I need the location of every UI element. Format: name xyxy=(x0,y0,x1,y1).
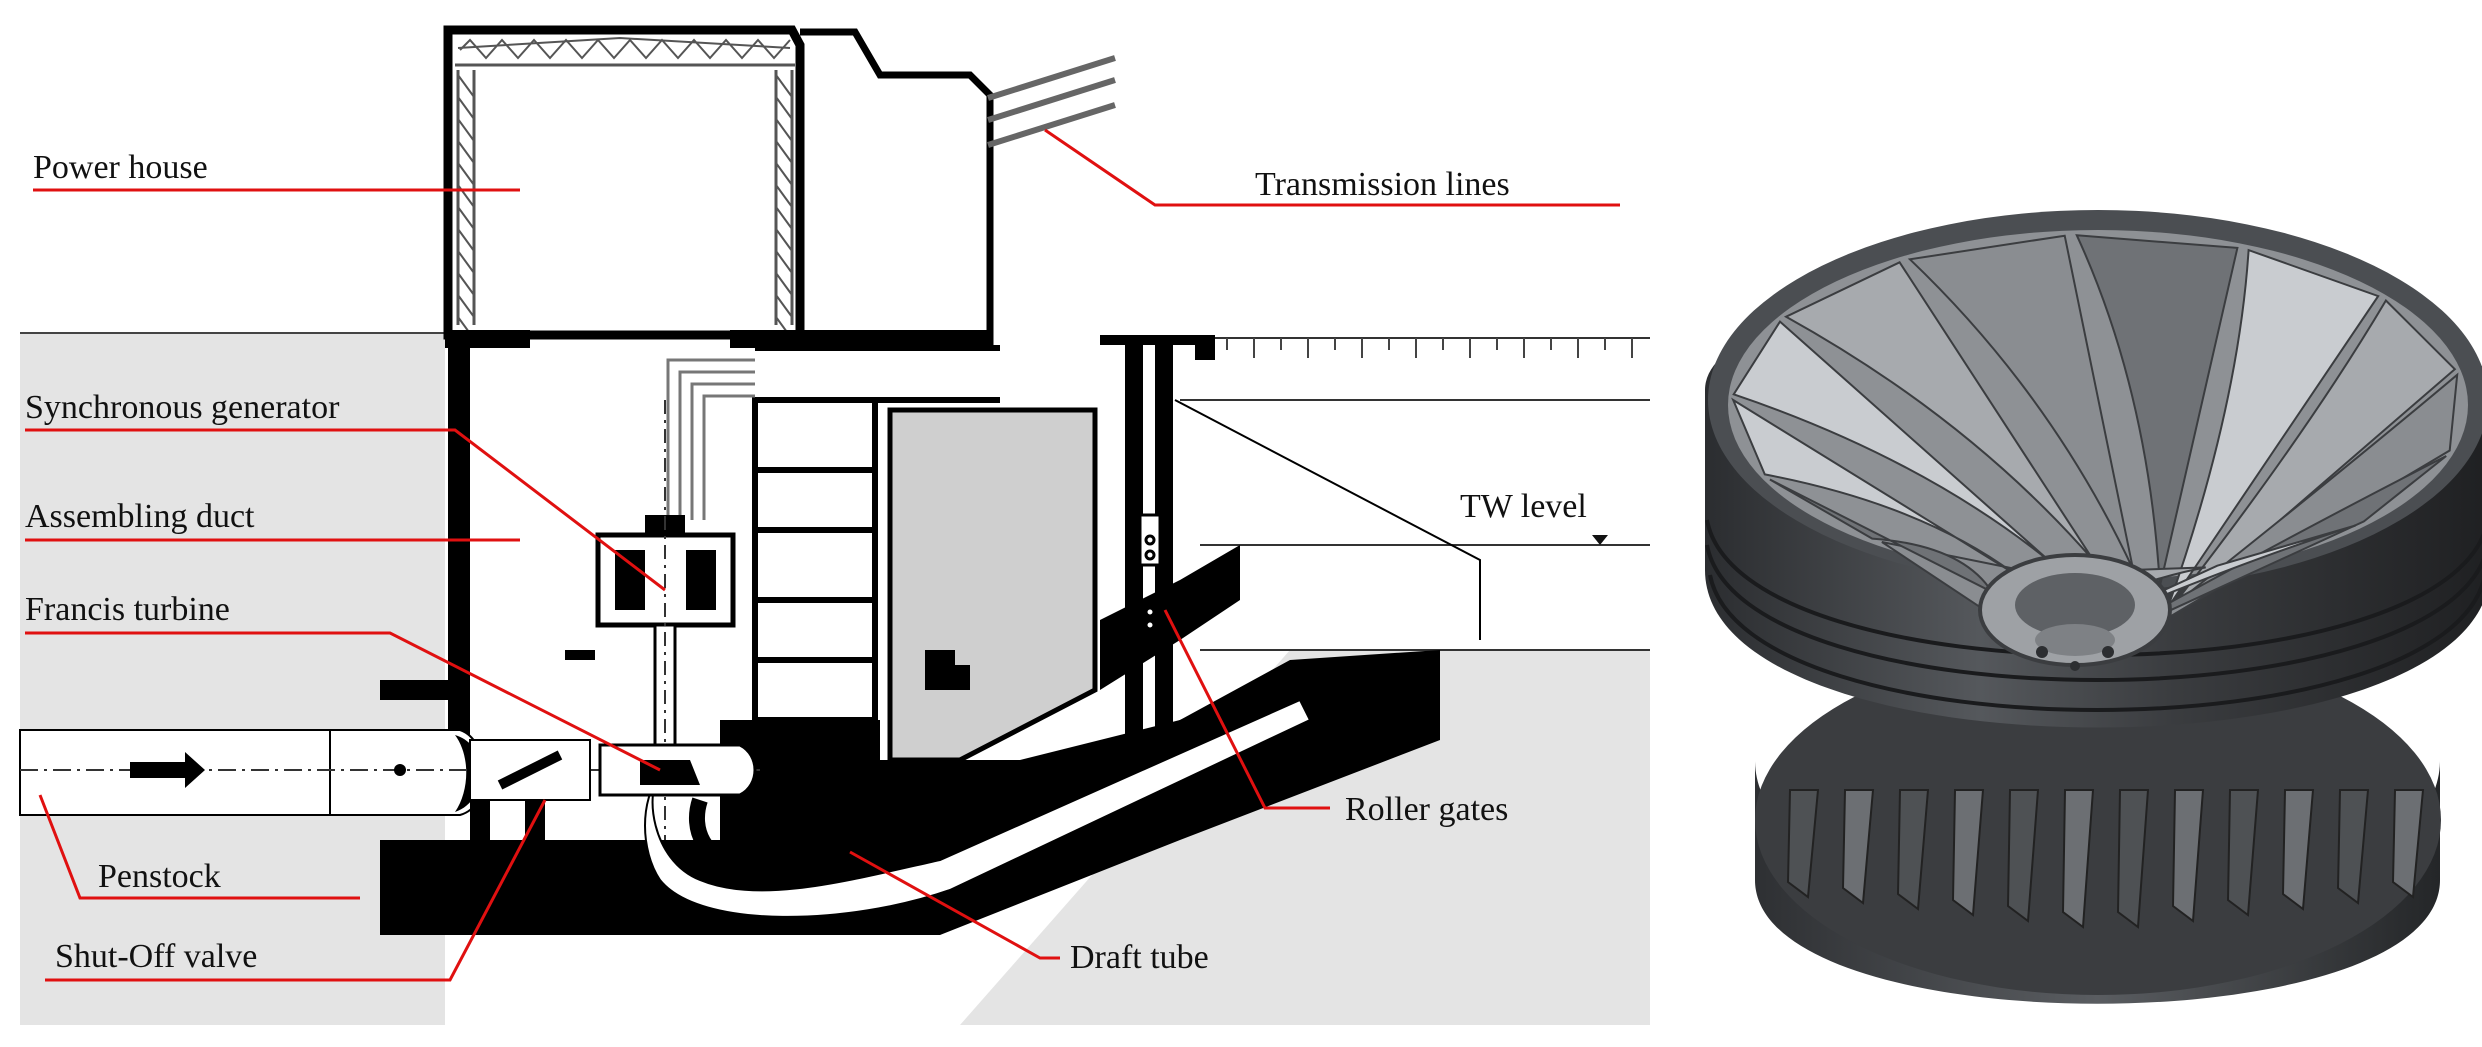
outlet-blade xyxy=(2006,789,2040,923)
outlet-blade xyxy=(2336,789,2370,905)
penstock-pipe xyxy=(19,729,760,840)
outlet-blade xyxy=(1951,789,1985,917)
outlet-blade xyxy=(2391,789,2425,899)
outlet-blade xyxy=(2281,789,2315,911)
tailwater xyxy=(1180,337,1650,651)
control-hall xyxy=(887,407,1098,763)
roller-gate-guides xyxy=(1138,399,1481,640)
labels: Power house Transmission lines Synchrono… xyxy=(25,149,1587,976)
label-penstock: Penstock xyxy=(98,858,221,895)
outlet-blade xyxy=(2116,789,2150,929)
roller-gates-leader xyxy=(1163,609,1330,810)
penstock-leader xyxy=(38,794,360,900)
runner-blade xyxy=(1783,261,2095,562)
transmission-leader xyxy=(1044,128,1620,207)
generator-leader xyxy=(25,428,666,592)
outlet-blade xyxy=(2171,789,2205,923)
label-shut-off-valve: Shut-Off valve xyxy=(55,938,257,975)
generator xyxy=(565,400,736,840)
draft-tube-leader xyxy=(849,850,1060,960)
power-house-building xyxy=(443,25,994,349)
leader-lines xyxy=(25,128,1620,982)
runner-blade xyxy=(2075,234,2239,587)
label-assembling-duct: Assembling duct xyxy=(25,498,255,535)
outlet-blade xyxy=(2061,789,2095,929)
runner-blade xyxy=(1732,320,2052,563)
draft-tube xyxy=(644,698,1312,918)
outlet-blade xyxy=(2226,789,2260,917)
tw-level-marker xyxy=(1592,535,1608,545)
powerhouse-floors xyxy=(752,345,1000,723)
outlet-blade xyxy=(1841,789,1875,905)
ground-area xyxy=(20,333,445,1025)
shut-off-valve-leader xyxy=(45,799,547,982)
francis-turbine-leader xyxy=(25,631,661,772)
powerhouse-section xyxy=(19,25,1650,1025)
runner-blade xyxy=(1907,234,2135,570)
ground-area-right xyxy=(960,650,1650,1025)
label-draft-tube: Draft tube xyxy=(1070,939,1209,976)
francis-runner-render xyxy=(1705,210,2482,1004)
transmission-lines-wires xyxy=(987,55,1116,148)
outlet-blade xyxy=(1896,789,1930,911)
label-tw-level: TW level xyxy=(1460,488,1587,525)
label-roller-gates: Roller gates xyxy=(1345,791,1508,828)
outlet-blade xyxy=(1786,789,1820,899)
label-francis-turbine: Francis turbine xyxy=(25,591,230,628)
label-synchronous-generator: Synchronous generator xyxy=(25,389,340,426)
cable-ducts xyxy=(666,358,755,520)
label-power-house: Power house xyxy=(33,149,208,186)
label-transmission-lines: Transmission lines xyxy=(1255,166,1510,203)
